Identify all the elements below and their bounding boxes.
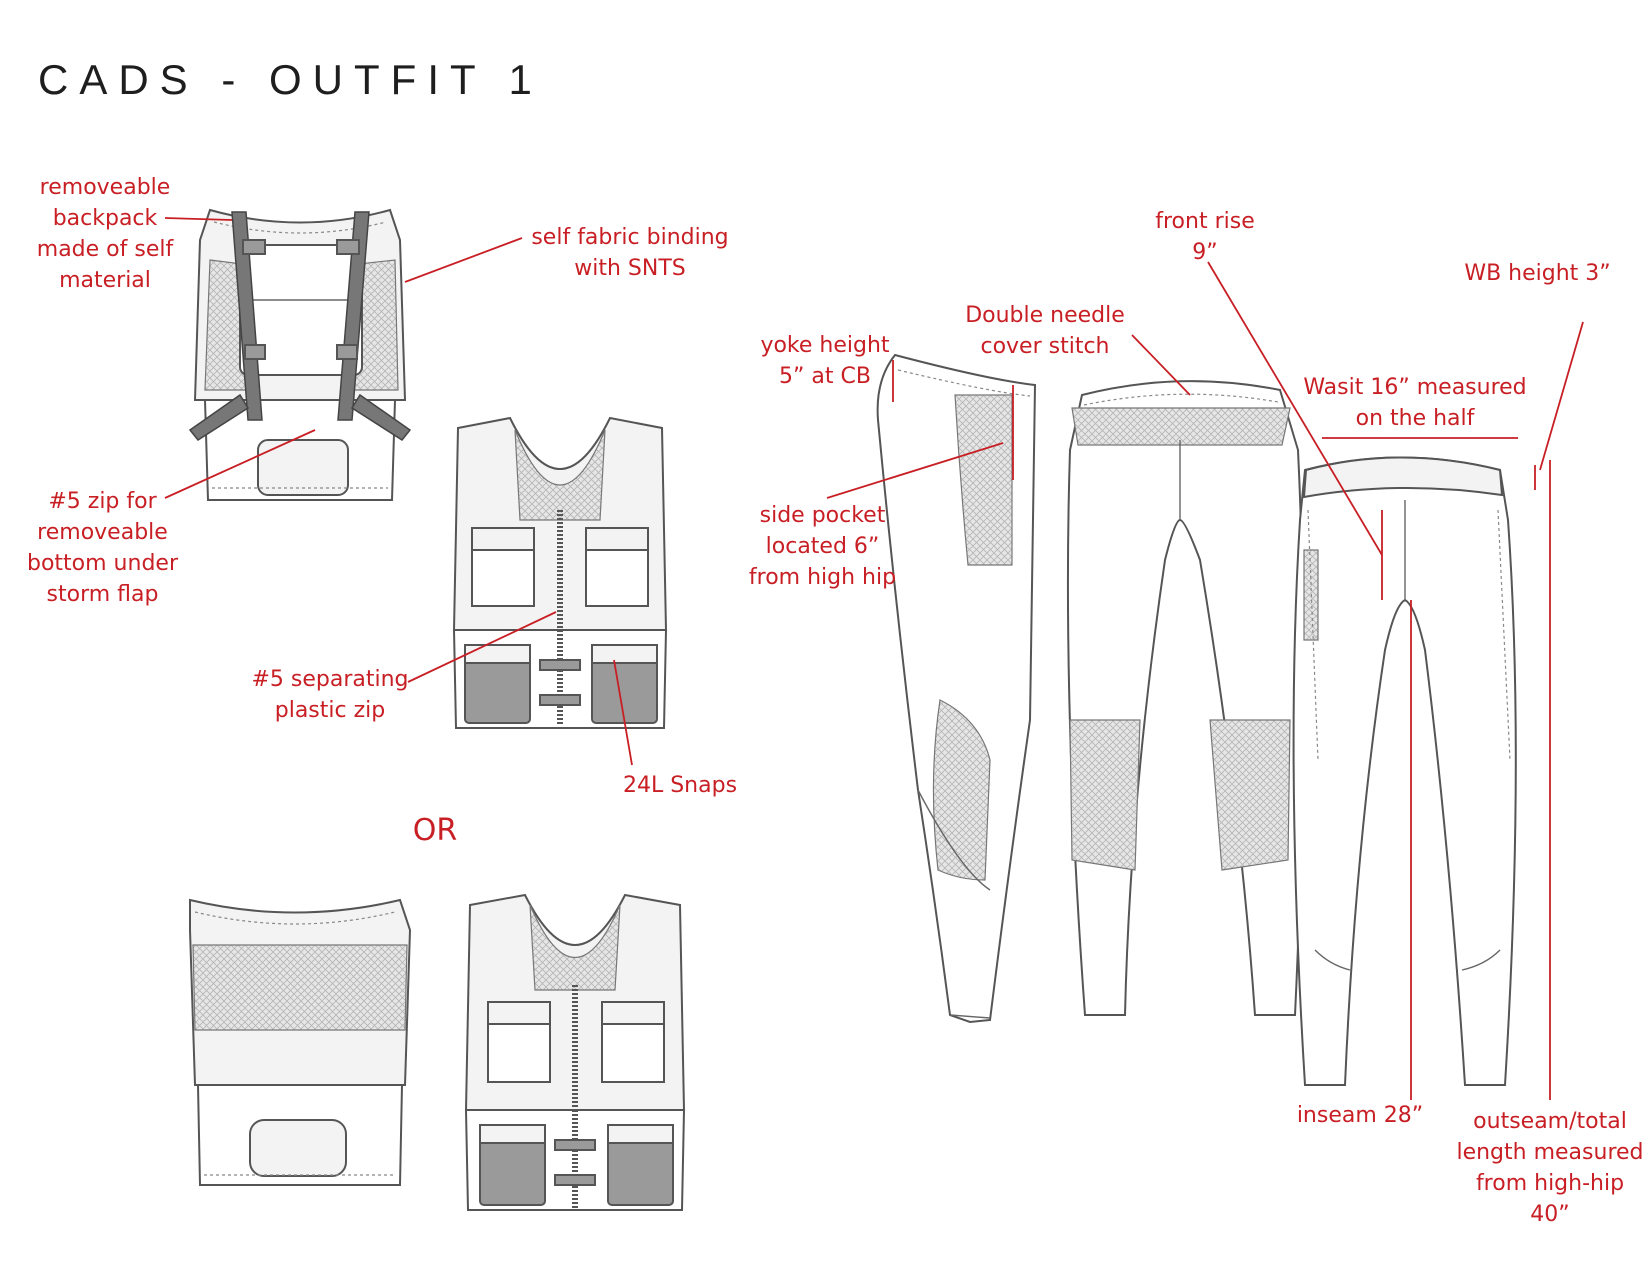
leggings-side-view <box>876 353 1037 1024</box>
annotation-waist: Wasit 16” measured on the half <box>1303 375 1527 431</box>
annotation-zip-bottom: #5 zip for removeable bottom under storm… <box>27 489 178 607</box>
annotation-separating-zip: #5 separating plastic zip <box>251 667 409 723</box>
annotation-yoke-height: yoke height 5” at CB <box>760 333 890 389</box>
annotation-side-pocket: side pocket located 6” from high hip <box>748 503 897 590</box>
annotation-double-needle: Double needle cover stitch <box>965 303 1125 359</box>
vest-back-with-backpack <box>188 208 412 501</box>
annotation-binding: self fabric binding with SNTS <box>531 225 729 281</box>
vest-front-bottom <box>464 893 686 1211</box>
leggings-back-view <box>1066 380 1305 1016</box>
annotation-inseam: inseam 28” <box>1296 1103 1424 1128</box>
annotation-backpack: removeable backpack made of self materia… <box>36 175 174 293</box>
vest-front-top <box>452 416 668 729</box>
annotation-outseam: outseam/total length measured from high-… <box>1456 1109 1644 1227</box>
annotation-or: OR <box>412 813 458 848</box>
annotation-front-rise: front rise 9” <box>1155 209 1255 265</box>
annotation-snaps: 24L Snaps <box>622 773 738 798</box>
annotation-wb-height: WB height 3” <box>1464 261 1611 286</box>
leader-lines <box>164 217 1584 1100</box>
vest-back-bottom <box>189 898 412 1186</box>
page-title: CADS - OUTFIT 1 <box>38 56 543 103</box>
leggings-front-view <box>1292 456 1517 1086</box>
